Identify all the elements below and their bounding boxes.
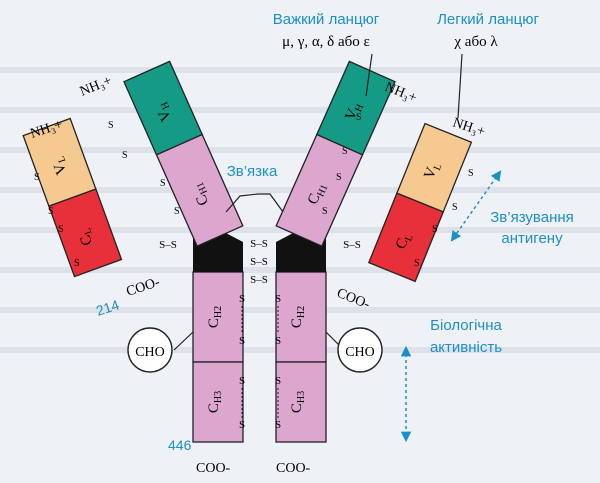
svg-text:CL: CL [393,231,416,253]
svg-text:S: S [239,293,245,305]
svg-text:VL: VL [49,155,72,177]
antigen-binding-arrow [450,170,502,242]
antigen-binding-label-2: антигену [501,230,563,247]
svg-text:VH: VH [342,100,366,124]
residue-446: 446 [168,437,192,453]
svg-text:S: S [452,202,458,213]
svg-text:S–S: S–S [250,256,268,268]
coo-labels: COO- COO- COO- COO- [125,275,373,476]
antigen-binding-label-1: Зв’язування [490,209,574,226]
svg-text:COO-: COO- [196,461,231,476]
svg-text:S–S: S–S [159,239,177,251]
svg-text:S: S [342,146,348,157]
svg-text:S: S [356,112,362,123]
left-light-chain: CL VL [22,117,123,278]
heavy-chain-types: μ, γ, α, δ або ε [282,34,370,50]
svg-text:S: S [239,375,245,387]
svg-text:S: S [275,419,281,431]
ch2-left-label: CH2 [206,306,224,328]
svg-text:COO-: COO- [125,275,163,300]
residue-214: 214 [94,296,121,319]
svg-text:S: S [160,178,166,189]
bio-activity-label-1: Біологічна [430,317,502,334]
cho-left: CHO [127,327,194,373]
svg-text:S: S [336,172,342,183]
hinge-label: Зв’язка [227,163,278,180]
ch2-right-label: CH2 [289,306,307,328]
ch3-right-domain [275,361,327,443]
vh-right-domain [315,60,396,156]
right-heavy-arm: CH1 VH [275,60,396,248]
svg-text:S: S [275,293,281,305]
vh-left-domain [123,60,204,156]
left-heavy-stem [192,230,244,443]
svg-text:S: S [122,150,128,161]
ch3-left-label: CH3 [206,391,224,413]
svg-text:S–S: S–S [250,238,268,250]
heavy-light-disulfides: S–S S–S [159,239,361,251]
svg-text:S: S [275,375,281,387]
light-chain-title: Легкий ланцюг [437,11,539,28]
svg-text:CH1: CH1 [305,180,330,208]
hinge-bracket [225,193,284,213]
svg-text:VL: VL [421,160,444,182]
svg-text:NH₃+: NH₃+ [78,73,114,99]
svg-text:S: S [108,120,114,131]
heavy-chain-pointer [365,53,373,97]
svg-text:CHO: CHO [345,345,375,360]
ch3-left-domain [192,361,244,443]
svg-text:NH₃+: NH₃+ [383,80,419,106]
left-heavy-arm: CH1 VH [123,60,244,248]
svg-text:S: S [34,172,40,183]
svg-text:S: S [239,419,245,431]
svg-text:CHO: CHO [135,345,165,360]
svg-text:S: S [322,206,328,217]
cho-right: CHO [325,327,383,373]
bio-activity-label-2: активність [430,339,502,356]
svg-text:S: S [74,258,80,269]
right-heavy-stem [275,230,327,443]
svg-text:S–S: S–S [250,274,268,286]
hinge-disulfides: S–S S–S S–S [250,238,268,286]
svg-text:COO-: COO- [276,461,311,476]
vl-left-domain [22,117,97,207]
svg-text:S: S [275,335,281,347]
svg-text:S: S [174,206,180,217]
right-light-chain: CL VL [367,122,473,283]
svg-text:S: S [468,168,474,179]
light-chain-types: χ або λ [453,34,498,50]
heavy-chain-title: Важкий ланцюг [273,11,380,28]
ch3-right-label: CH3 [289,391,307,413]
svg-text:S: S [432,224,438,235]
svg-text:S: S [48,206,54,217]
svg-text:S: S [414,258,420,269]
arm-intrachain-ss: S S S S S S S S S S S S S S S S [34,112,474,269]
svg-text:S–S: S–S [343,239,361,251]
ch2-right-domain [275,271,327,363]
stem-intrachain-ss: S S S S S S S S [239,293,281,431]
svg-text:S: S [58,224,64,235]
svg-text:S: S [239,335,245,347]
light-chain-pointer [457,53,463,119]
ch2-left-domain [192,271,244,363]
